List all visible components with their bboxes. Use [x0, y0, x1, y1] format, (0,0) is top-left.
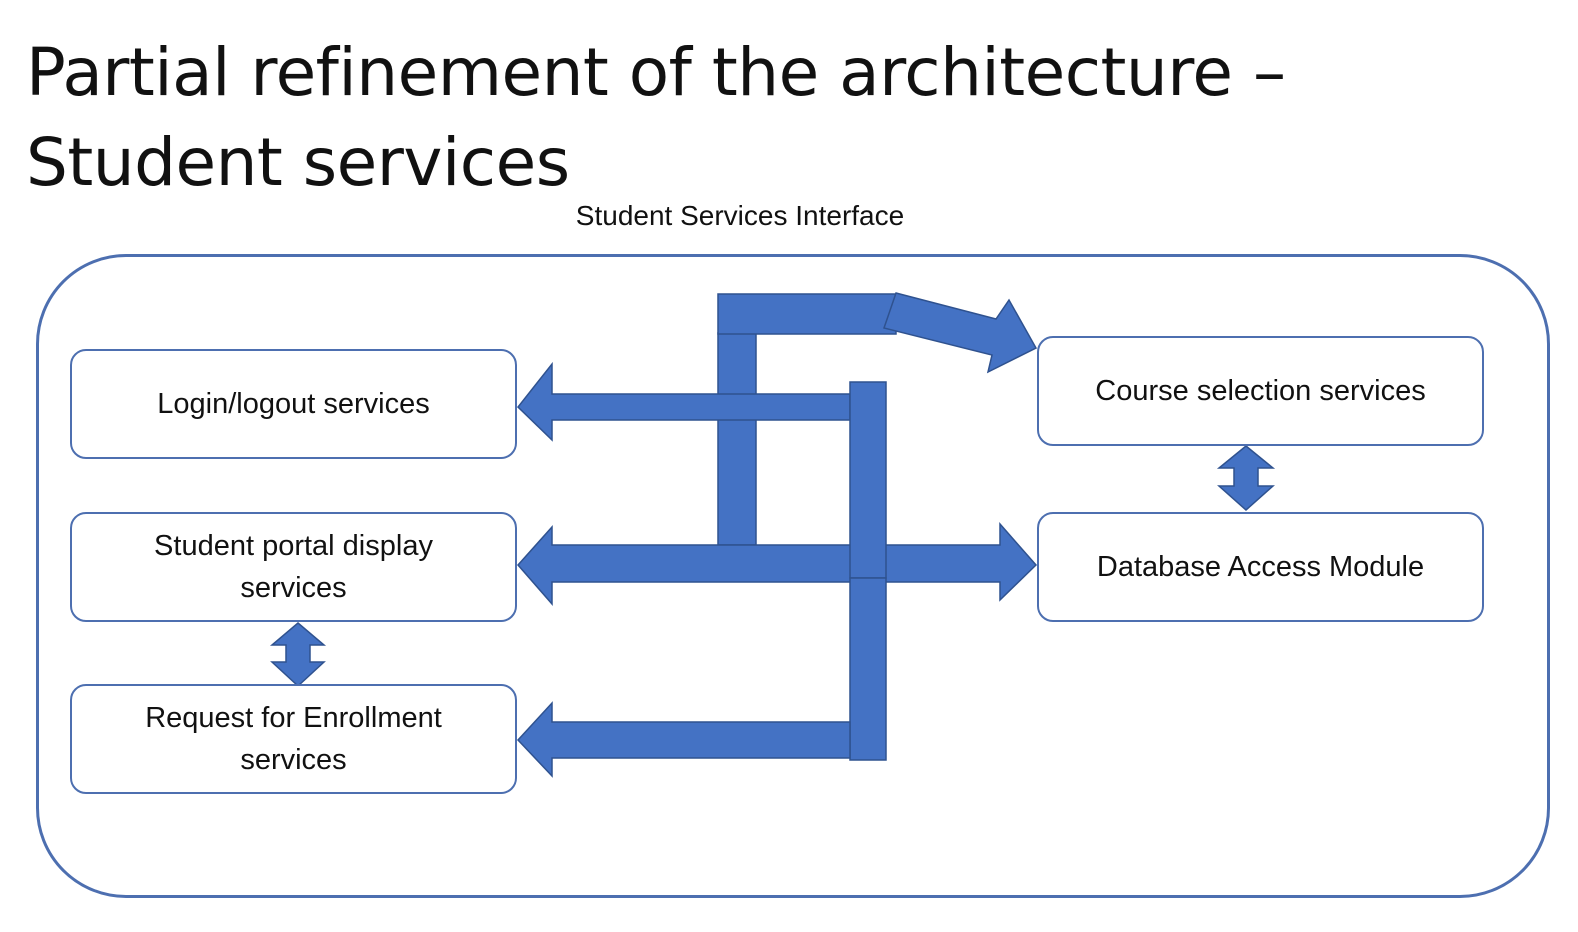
student-services-interface-frame [36, 254, 1550, 898]
course-selection-services-label: Course selection services [1095, 375, 1426, 407]
student-portal-display-services-label: Student portal display services [154, 530, 433, 604]
interface-label: Student Services Interface [575, 200, 905, 231]
arrow-to-enrollment [516, 701, 851, 778]
course-selection-services-box: Course selection services [1037, 336, 1484, 446]
connector-vertical-right-lower [849, 577, 887, 761]
database-access-module-box: Database Access Module [1037, 512, 1484, 622]
student-portal-display-services-box: Student portal display services [70, 512, 517, 622]
database-access-module-label: Database Access Module [1096, 551, 1425, 583]
arrow-to-login [516, 361, 851, 442]
arrow-course-database [1216, 445, 1276, 512]
connector-vertical-right-upper [849, 381, 887, 579]
request-for-enrollment-services-box: Request for Enrollment services [70, 684, 517, 794]
connector-vertical-left [717, 332, 757, 546]
connector-top-bar [717, 293, 897, 335]
arrow-to-course-selection [883, 292, 1038, 374]
login-logout-services-label: Login/logout services [157, 388, 430, 420]
arrow-portal-enrollment [269, 622, 327, 688]
slide-title: Partial refinement of the architecture –… [26, 34, 1286, 201]
arrow-portal-database [516, 522, 1038, 607]
request-for-enrollment-services-label: Request for Enrollment services [145, 702, 442, 776]
login-logout-services-box: Login/logout services [70, 349, 517, 459]
